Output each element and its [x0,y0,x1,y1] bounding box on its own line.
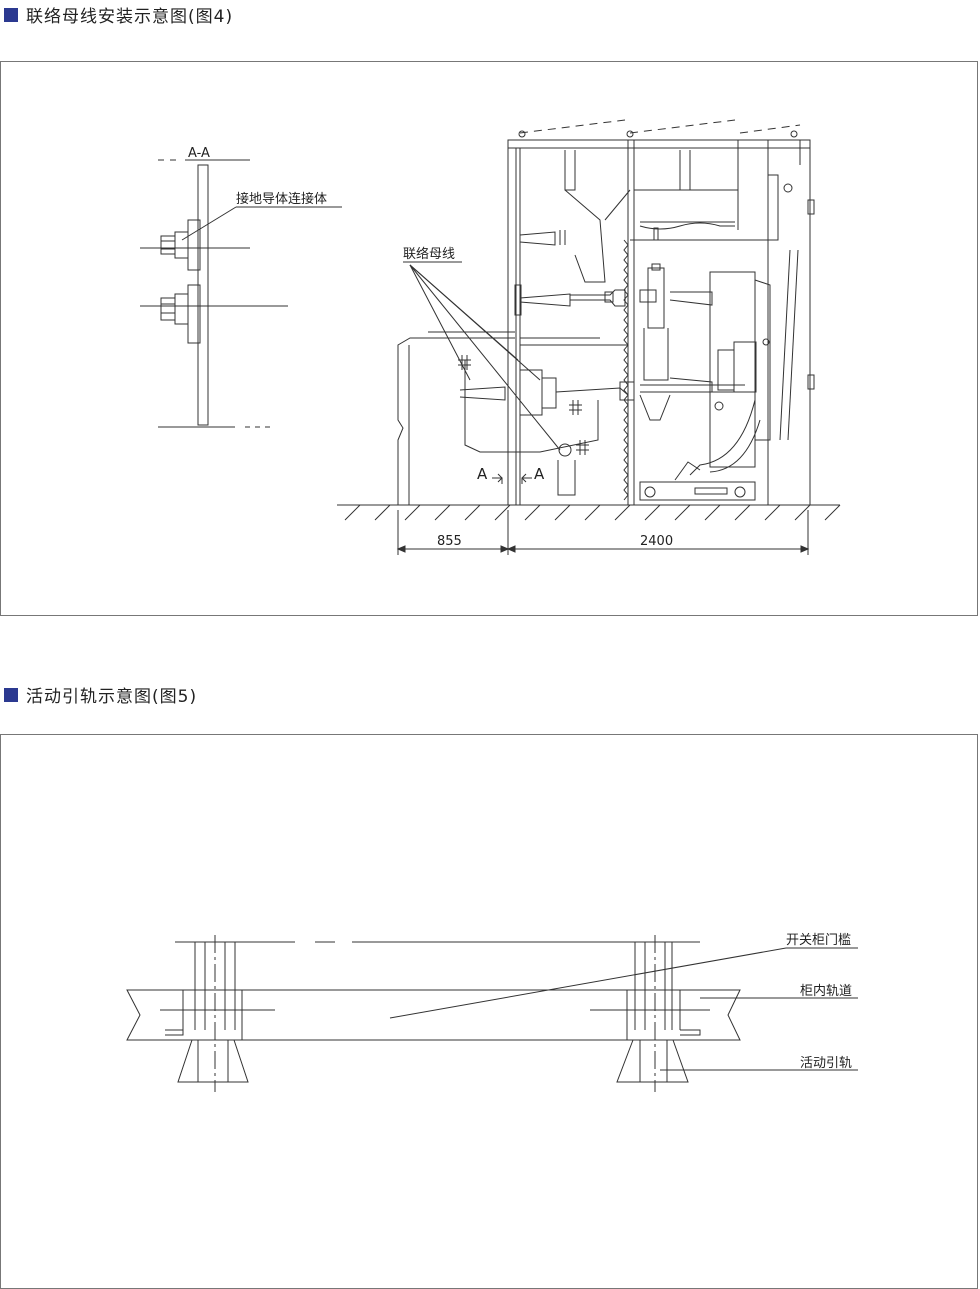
section-mark-left: A [477,465,488,483]
switchgear-cabinet [337,119,841,555]
movable-rail-diagram [126,935,858,1092]
fig4-title-text: 联络母线安装示意图(图4) [26,7,234,27]
section-aa-label: A-A [188,146,210,161]
inner-rail-label: 柜内轨道 [800,983,852,999]
section-mark-right: A [534,465,545,483]
ground-conductor-label: 接地导体连接体 [236,191,327,207]
fig5-title-text: 活动引轨示意图(图5) [26,687,198,707]
title-bullet-icon [4,687,18,702]
dimension-left: 855 [437,534,462,549]
section-aa-detail [140,159,342,428]
fig4-title: 联络母线安装示意图(图4) [4,2,233,27]
sill-label: 开关柜门槛 [786,933,851,948]
fig5-title: 活动引轨示意图(图5) [4,682,197,707]
movable-rail-label: 活动引轨 [800,1056,852,1071]
dimension-right: 2400 [640,534,673,549]
title-bullet-icon [4,7,18,22]
fig4-panel [0,61,978,616]
tie-bus-label: 联络母线 [403,246,455,262]
